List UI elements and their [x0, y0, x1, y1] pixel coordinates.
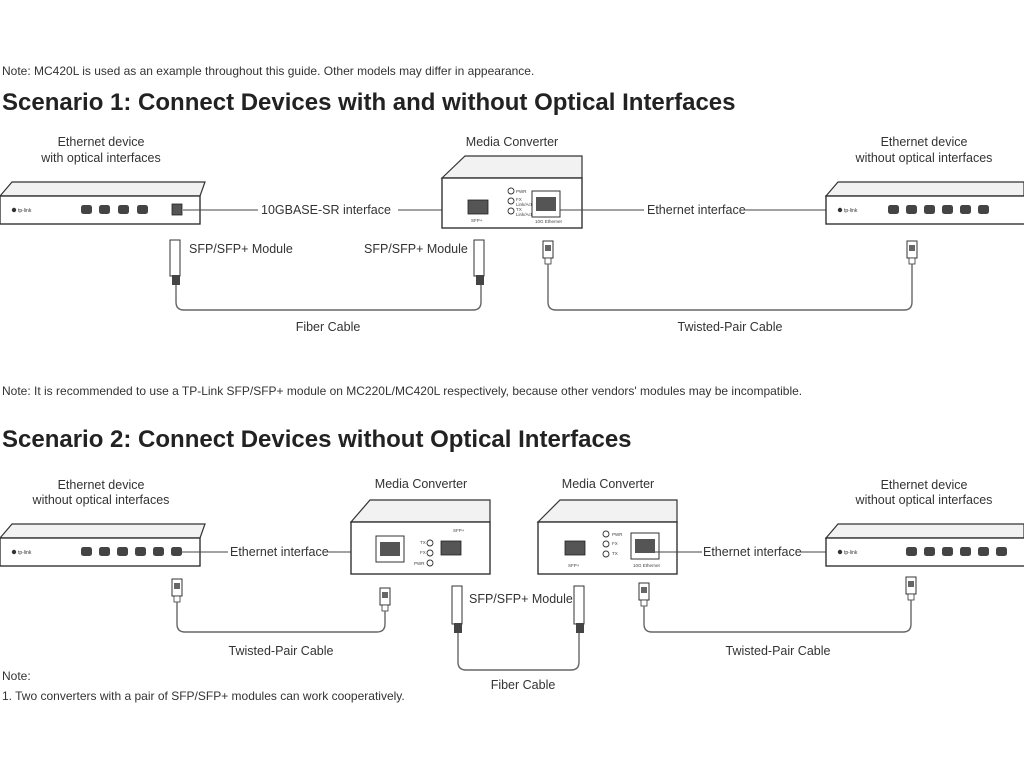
s1-left-device-label-line1: Ethernet device: [58, 135, 145, 149]
svg-text:PWR: PWR: [516, 189, 527, 194]
sfp-slot: [467, 199, 489, 215]
s1-sfp-label-right: SFP/SFP+ Module: [364, 242, 468, 256]
s2-rj45-plug-2: [379, 587, 391, 612]
s1-rj45-plug-right: [906, 240, 918, 265]
svg-text:Link/Act: Link/Act: [516, 212, 533, 217]
s2-fiber-cable: [457, 633, 580, 671]
svg-text:FX: FX: [516, 197, 522, 202]
sfp-slot: [564, 540, 586, 556]
s1-right-device-label-line1: Ethernet device: [881, 135, 968, 149]
s2-left-ethernet-device: tp-link: [0, 523, 206, 567]
svg-text:SFP+: SFP+: [471, 218, 483, 223]
s1-twisted-pair-cable: [547, 264, 913, 311]
s2-right-device-label-line2: without optical interfaces: [855, 493, 993, 507]
note-bottom-item: 1. Two converters with a pair of SFP/SFP…: [2, 689, 405, 703]
svg-text:PWR: PWR: [612, 532, 623, 537]
pwr-led: [507, 187, 515, 195]
tp-link-logo: tp-link: [11, 207, 32, 214]
sfp-slot: [440, 540, 462, 556]
tx-led: [426, 539, 434, 547]
tx-led: [507, 207, 515, 215]
s2-twisted-cable-right-label: Twisted-Pair Cable: [726, 644, 831, 658]
svg-text:Link/Act: Link/Act: [516, 202, 533, 207]
s2-right-ethernet-device: tp-link: [824, 523, 1024, 567]
s2-left-device-label-line1: Ethernet device: [58, 478, 145, 492]
s1-sfp-label-left: SFP/SFP+ Module: [189, 242, 293, 256]
note-top: Note: MC420L is used as an example throu…: [2, 64, 534, 78]
note-bottom-title: Note:: [2, 669, 31, 683]
tp-link-logo: tp-link: [837, 549, 858, 556]
optical-port: [171, 203, 183, 216]
s2-sfp-module-right: [573, 585, 585, 633]
s1-twisted-cable-label: Twisted-Pair Cable: [678, 320, 783, 334]
s2-left-device-label-line2: without optical interfaces: [32, 493, 170, 507]
s1-media-converter: SFP+ PWR FX Link/Act TX Link/Act 10G Eth…: [440, 155, 583, 229]
s1-fiber-cable: [175, 285, 482, 311]
svg-text:10G Ethernet: 10G Ethernet: [535, 219, 563, 224]
ethernet-ports: [81, 205, 148, 214]
ethernet-ports: [888, 205, 989, 214]
scenario2-title: Scenario 2: Connect Devices without Opti…: [2, 426, 632, 453]
svg-text:TX: TX: [612, 551, 618, 556]
svg-text:tp-link: tp-link: [844, 550, 858, 556]
s1-left-ethernet-device: tp-link: [0, 181, 206, 225]
ethernet-ports: [81, 547, 182, 556]
svg-text:tp-link: tp-link: [844, 208, 858, 214]
s1-converter-label: Media Converter: [466, 135, 558, 149]
fx-led: [507, 197, 515, 205]
tx-led: [602, 550, 610, 558]
s2-sfp-module-left: [451, 585, 463, 633]
s2-converter-left-label: Media Converter: [375, 477, 467, 491]
s2-media-converter-left: PWR FX TX SFP+: [349, 499, 491, 575]
svg-text:FX: FX: [420, 550, 426, 555]
svg-text:TX: TX: [516, 207, 522, 212]
pwr-led: [426, 559, 434, 567]
s1-right-device-label-line2: without optical interfaces: [855, 151, 993, 165]
fx-led: [602, 540, 610, 548]
svg-text:SFP+: SFP+: [568, 563, 580, 568]
s1-rj45-plug-left: [542, 240, 554, 265]
svg-text:FX: FX: [612, 541, 618, 546]
s1-ethernet-interface-label: Ethernet interface: [647, 203, 746, 217]
svg-text:TX: TX: [420, 540, 426, 545]
svg-text:PWR: PWR: [414, 561, 425, 566]
s2-twisted-cable-left-label: Twisted-Pair Cable: [229, 644, 334, 658]
svg-text:tp-link: tp-link: [18, 208, 32, 214]
s1-fiber-interface-label: 10GBASE-SR interface: [261, 203, 391, 217]
s2-converter-right-label: Media Converter: [562, 477, 654, 491]
pwr-led: [602, 530, 610, 538]
tp-link-logo: tp-link: [11, 549, 32, 556]
s2-rj45-plug-3: [638, 582, 650, 607]
s1-sfp-module-right: [473, 239, 485, 285]
svg-text:SFP+: SFP+: [453, 528, 465, 533]
s2-ethernet-interface-left-label: Ethernet interface: [230, 545, 329, 559]
s2-fiber-cable-label: Fiber Cable: [491, 678, 556, 692]
s2-right-device-label-line1: Ethernet device: [881, 478, 968, 492]
s1-left-device-label-line2: with optical interfaces: [40, 151, 161, 165]
ethernet-ports: [906, 547, 1007, 556]
s2-media-converter-right: SFP+ PWR FX TX 10G Ethernet: [536, 499, 678, 575]
s2-twisted-pair-cable-left: [176, 602, 386, 633]
fx-led: [426, 549, 434, 557]
s2-sfp-label: SFP/SFP+ Module: [469, 592, 573, 606]
note-middle: Note: It is recommended to use a TP-Link…: [2, 384, 802, 398]
s1-right-ethernet-device: tp-link: [824, 181, 1024, 225]
s2-rj45-plug-1: [171, 578, 183, 603]
s1-sfp-module-left: [169, 239, 181, 285]
s2-rj45-plug-4: [905, 576, 917, 601]
svg-text:10G Ethernet: 10G Ethernet: [633, 563, 661, 568]
tp-link-logo: tp-link: [837, 207, 858, 214]
svg-text:tp-link: tp-link: [18, 550, 32, 556]
scenario1-title: Scenario 1: Connect Devices with and wit…: [2, 89, 736, 116]
s2-twisted-pair-cable-right: [643, 600, 912, 633]
s2-ethernet-interface-right-label: Ethernet interface: [703, 545, 802, 559]
s1-fiber-cable-label: Fiber Cable: [296, 320, 361, 334]
